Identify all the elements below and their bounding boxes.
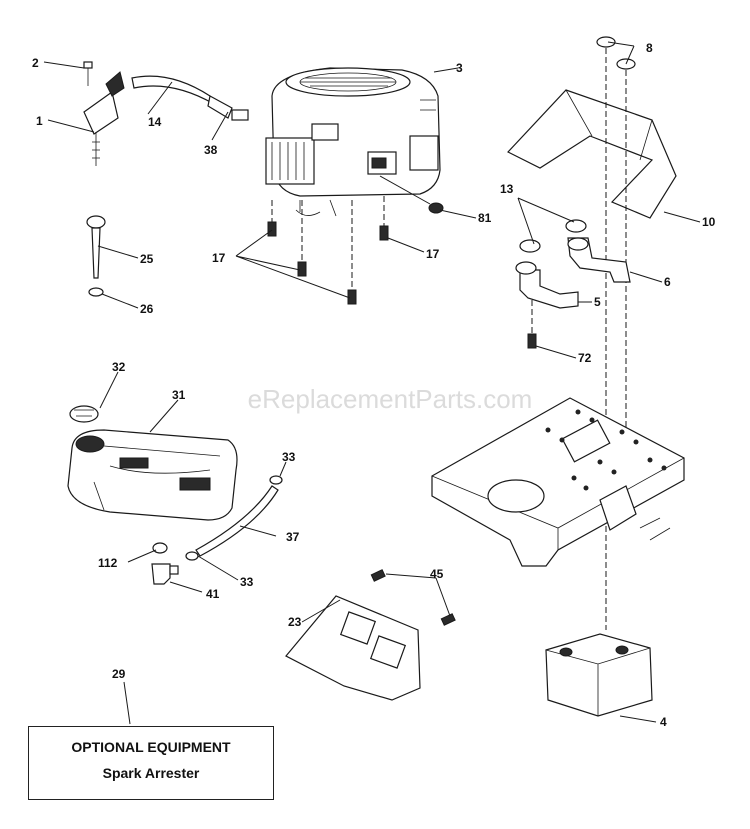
bracket-plate-part <box>285 595 421 701</box>
screw-part-2 <box>83 61 93 86</box>
callout-31: 31 <box>172 388 186 402</box>
callout-45: 45 <box>430 567 444 581</box>
heat-shield-part <box>507 89 677 219</box>
bolt-part-17 <box>267 221 389 305</box>
callout-1: 1 <box>36 114 43 128</box>
callout-6: 6 <box>664 275 671 289</box>
callout-26: 26 <box>140 302 154 316</box>
o-ring-part <box>88 287 104 297</box>
fuel-tank-part <box>67 429 238 521</box>
bolt-part-72 <box>527 333 537 349</box>
frame-part <box>431 397 685 567</box>
callout-14: 14 <box>148 115 162 129</box>
callout-25: 25 <box>140 252 154 266</box>
fuel-cap-part <box>69 405 99 423</box>
watermark-text: eReplacementParts.com <box>248 384 533 414</box>
callout-29: 29 <box>112 667 126 681</box>
nut-part-81 <box>428 202 444 214</box>
callout-81: 81 <box>478 211 492 225</box>
callout-17b: 17 <box>426 247 440 261</box>
callout-5: 5 <box>594 295 601 309</box>
callout-112: 112 <box>98 556 118 570</box>
callout-13: 13 <box>500 182 514 196</box>
throttle-bracket-part <box>83 71 125 166</box>
callout-8: 8 <box>646 41 653 55</box>
callout-17a: 17 <box>212 251 226 265</box>
muffler-part <box>545 633 653 717</box>
callout-33a: 33 <box>282 450 296 464</box>
callout-72: 72 <box>578 351 592 365</box>
screw-part-8 <box>596 36 636 70</box>
engine-part <box>265 67 441 217</box>
bushing-part-112 <box>152 542 168 554</box>
callout-33b: 33 <box>240 575 254 589</box>
callout-41: 41 <box>206 587 220 601</box>
fuel-line-part-37 <box>195 485 279 557</box>
callout-10: 10 <box>702 215 716 229</box>
bolt-part-45 <box>370 569 456 626</box>
valve-part-41 <box>151 563 179 585</box>
optional-equipment-box: OPTIONAL EQUIPMENT Spark Arrester <box>28 726 274 800</box>
callout-2: 2 <box>32 56 39 70</box>
fuel-line-part <box>131 75 249 121</box>
dipstick-part <box>86 215 106 279</box>
callout-3: 3 <box>456 61 463 75</box>
exhaust-pipe-part <box>515 219 631 309</box>
clamp-part-33 <box>185 475 283 561</box>
callout-32: 32 <box>112 360 126 374</box>
callout-23: 23 <box>288 615 302 629</box>
callout-4: 4 <box>660 715 667 729</box>
callout-38: 38 <box>204 143 218 157</box>
callout-37: 37 <box>286 530 300 544</box>
optional-equipment-title: OPTIONAL EQUIPMENT <box>71 739 231 755</box>
spark-arrester-label: Spark Arrester <box>102 765 200 781</box>
